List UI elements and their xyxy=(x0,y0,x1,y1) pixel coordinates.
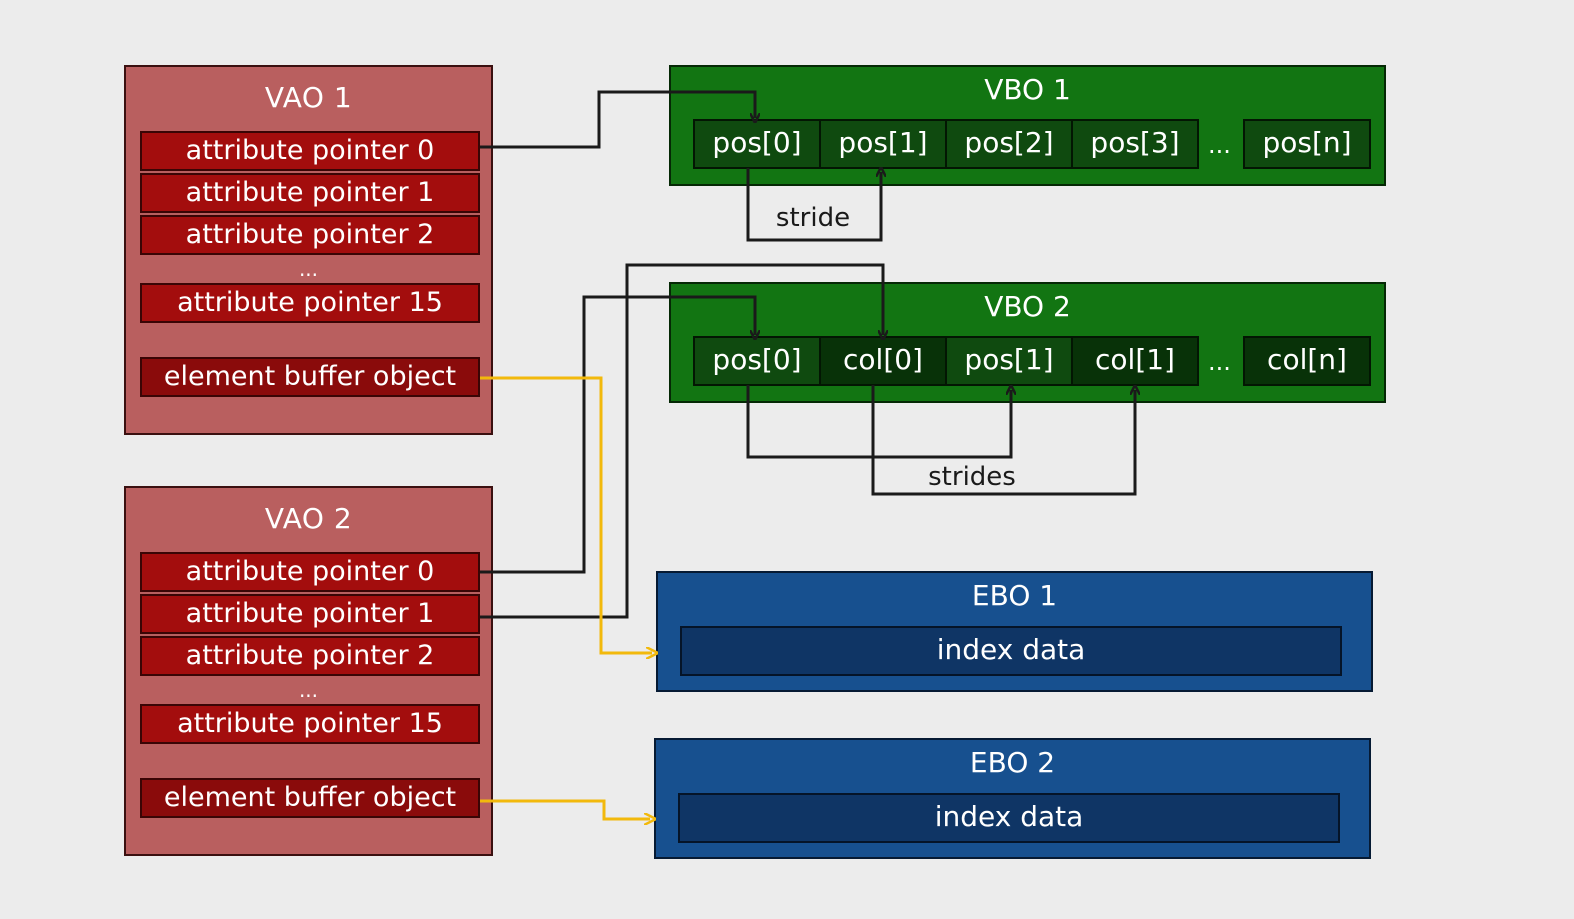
vao-1: VAO 1 attribute pointer 0 attribute poin… xyxy=(124,65,493,435)
arrow-vao2-ebo-to-ebo2 xyxy=(480,799,650,819)
vao-1-attribute-pointer-2: attribute pointer 2 xyxy=(140,215,480,255)
vbo-1-stride-label: stride xyxy=(776,203,850,233)
vbo-1-title: VBO 1 xyxy=(984,73,1071,106)
vao-2-element-buffer-object: element buffer object xyxy=(140,778,480,818)
vbo-2-cell-pos-1: pos[1] xyxy=(945,336,1073,386)
vbo-1-ellipsis: ... xyxy=(1208,131,1231,159)
vbo-1-cell-pos-0: pos[0] xyxy=(693,119,821,169)
ebo-1: EBO 1 index data xyxy=(656,571,1373,692)
vao-2-attribute-pointer-15: attribute pointer 15 xyxy=(140,704,480,744)
arrow-vao1-ebo-to-ebo1 xyxy=(480,376,652,653)
vao-2-ellipsis: ... xyxy=(298,678,319,702)
ebo-2-title: EBO 2 xyxy=(969,746,1056,779)
ebo-1-title: EBO 1 xyxy=(971,579,1058,612)
vbo-2-strides-label: strides xyxy=(928,462,1016,492)
vao-2-attribute-pointer-2: attribute pointer 2 xyxy=(140,636,480,676)
vbo-2-cell-col-0: col[0] xyxy=(819,336,947,386)
vao-1-attribute-pointer-15: attribute pointer 15 xyxy=(140,283,480,323)
vao-1-attribute-pointer-0: attribute pointer 0 xyxy=(140,131,480,171)
vao-2-attribute-pointer-1: attribute pointer 1 xyxy=(140,594,480,634)
vbo-2-cell-col-n: col[n] xyxy=(1243,336,1371,386)
arrow-vao2-attr0-to-vbo2-pos0 xyxy=(480,295,755,574)
vao-1-title: VAO 1 xyxy=(264,81,353,114)
vbo-1-cell-pos-3: pos[3] xyxy=(1071,119,1199,169)
stride-bracket-vbo2-col xyxy=(871,385,1135,496)
vbo-1-cell-pos-n: pos[n] xyxy=(1243,119,1371,169)
ebo-2-index-data: index data xyxy=(678,793,1340,843)
vbo-2-ellipsis: ... xyxy=(1208,348,1231,376)
arrow-vao1-attr0-to-vbo1 xyxy=(480,90,755,149)
vao-1-element-buffer-object: element buffer object xyxy=(140,357,480,397)
vao-2-attribute-pointer-0: attribute pointer 0 xyxy=(140,552,480,592)
stride-bracket-vbo1 xyxy=(746,168,881,242)
vao-1-ellipsis: ... xyxy=(298,257,319,281)
vao-2: VAO 2 attribute pointer 0 attribute poin… xyxy=(124,486,493,856)
vbo-2-cell-col-1: col[1] xyxy=(1071,336,1199,386)
vbo-2: VBO 2 pos[0] col[0] pos[1] col[1] ... co… xyxy=(669,282,1386,403)
ebo-1-index-data: index data xyxy=(680,626,1342,676)
vbo-1-cell-pos-2: pos[2] xyxy=(945,119,1073,169)
vbo-1-cell-pos-1: pos[1] xyxy=(819,119,947,169)
vbo-2-title: VBO 2 xyxy=(984,290,1071,323)
arrow-vao2-attr1-to-vbo2-col0 xyxy=(480,263,883,619)
stride-bracket-vbo2-pos xyxy=(746,385,1011,459)
vbo-1: VBO 1 pos[0] pos[1] pos[2] pos[3] ... po… xyxy=(669,65,1386,186)
vao-1-attribute-pointer-1: attribute pointer 1 xyxy=(140,173,480,213)
ebo-2: EBO 2 index data xyxy=(654,738,1371,859)
vao-2-title: VAO 2 xyxy=(264,502,353,535)
